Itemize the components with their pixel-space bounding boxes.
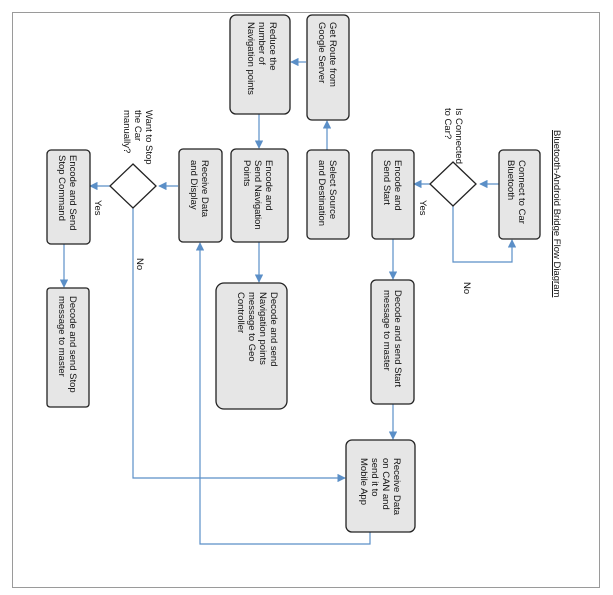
node-text: Get Route from Google Server bbox=[316, 22, 338, 90]
node-receive-display: Receive Data and Display bbox=[178, 148, 223, 243]
node-connect-car: Connect to Car Bluetooth bbox=[498, 149, 541, 240]
edge-label-yes-connected: Yes bbox=[417, 200, 428, 216]
node-text: Encode and Send Start bbox=[381, 160, 403, 213]
node-decode-start: Decode and send Start message to master bbox=[370, 279, 415, 405]
edge-label-no-stop: No bbox=[134, 258, 145, 270]
connectors bbox=[59, 57, 517, 545]
node-text: Reduce the number of Navigation points bbox=[245, 22, 278, 95]
node-select-source: Select Source and Destination bbox=[306, 149, 350, 240]
edge-stop-no bbox=[132, 208, 346, 483]
node-text: Encode and Send Stop Command bbox=[56, 155, 78, 233]
node-reduce-points: Reduce the number of Navigation points bbox=[229, 14, 291, 115]
edge-not-connected-loop bbox=[452, 206, 517, 263]
node-encode-nav: Encode and Send Navigation Points bbox=[230, 148, 289, 243]
node-text: Decode and send Navigation points messag… bbox=[235, 292, 279, 369]
edge-label-yes-stop: Yes bbox=[92, 200, 103, 216]
node-decode-stop: Decode and send Stop message to master bbox=[46, 287, 90, 408]
node-encode-stop: Encode and Send Stop Command bbox=[46, 149, 91, 245]
node-decode-nav: Decode and send Navigation points messag… bbox=[215, 282, 288, 410]
decision-text: Want to Stop the Car manually? bbox=[121, 110, 154, 167]
node-encode-start: Encode and Send Start bbox=[371, 149, 415, 240]
node-text: Decode and send Start message to master bbox=[381, 290, 403, 390]
diagram-frame bbox=[12, 12, 600, 588]
node-text: Receive Data on CAN and send it to Mobil… bbox=[358, 458, 402, 518]
node-text: Receive Data and Display bbox=[188, 160, 210, 220]
node-get-route: Get Route from Google Server bbox=[306, 14, 350, 121]
diagram-title: Bluetooth-Android Bridge Flow Diagram bbox=[551, 130, 562, 297]
decision-want-stop: Want to Stop the Car manually? bbox=[109, 110, 157, 209]
node-text: Encode and Send Navigation Points bbox=[241, 160, 274, 232]
node-text: Connect to Car Bluetooth bbox=[505, 160, 527, 227]
node-text: Decode and send Stop message to master bbox=[56, 296, 78, 395]
node-text: Select Source and Destination bbox=[316, 160, 338, 226]
edge-label-no-connected: No bbox=[461, 282, 472, 294]
decision-text: Is Connected to Car? bbox=[442, 108, 464, 167]
edge-can-to-display bbox=[195, 242, 371, 545]
decision-is-connected: Is Connected to Car? bbox=[429, 108, 477, 207]
node-receive-can: Receive Data on CAN and send it to Mobil… bbox=[345, 439, 416, 533]
